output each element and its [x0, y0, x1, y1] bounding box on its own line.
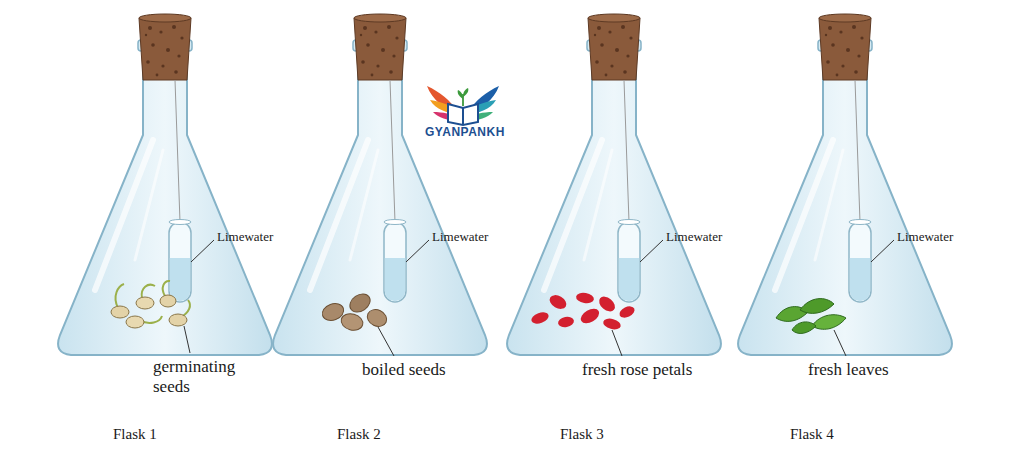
watermark: GYANPANKH	[425, 126, 505, 140]
reagent-label: Limewater	[217, 230, 273, 245]
reagent-label: Limewater	[666, 230, 722, 245]
fresh-leaves	[776, 299, 846, 334]
flask-label: Flask 1	[113, 426, 157, 443]
germinating-seeds	[111, 281, 190, 328]
reagent-label: Limewater	[432, 230, 488, 245]
specimen-label: boiled seeds	[362, 360, 446, 380]
flask-label: Flask 3	[560, 426, 604, 443]
specimen-label: germinating seeds	[153, 357, 265, 396]
flask-label: Flask 4	[790, 426, 834, 443]
boiled-seeds	[320, 290, 390, 332]
flask-label: Flask 2	[337, 426, 381, 443]
reagent-label: Limewater	[897, 230, 953, 245]
specimen-label: fresh leaves	[808, 360, 889, 380]
specimen-label: fresh rose petals	[582, 360, 692, 380]
watermark-logo	[427, 86, 499, 125]
rose-petals	[530, 292, 637, 332]
